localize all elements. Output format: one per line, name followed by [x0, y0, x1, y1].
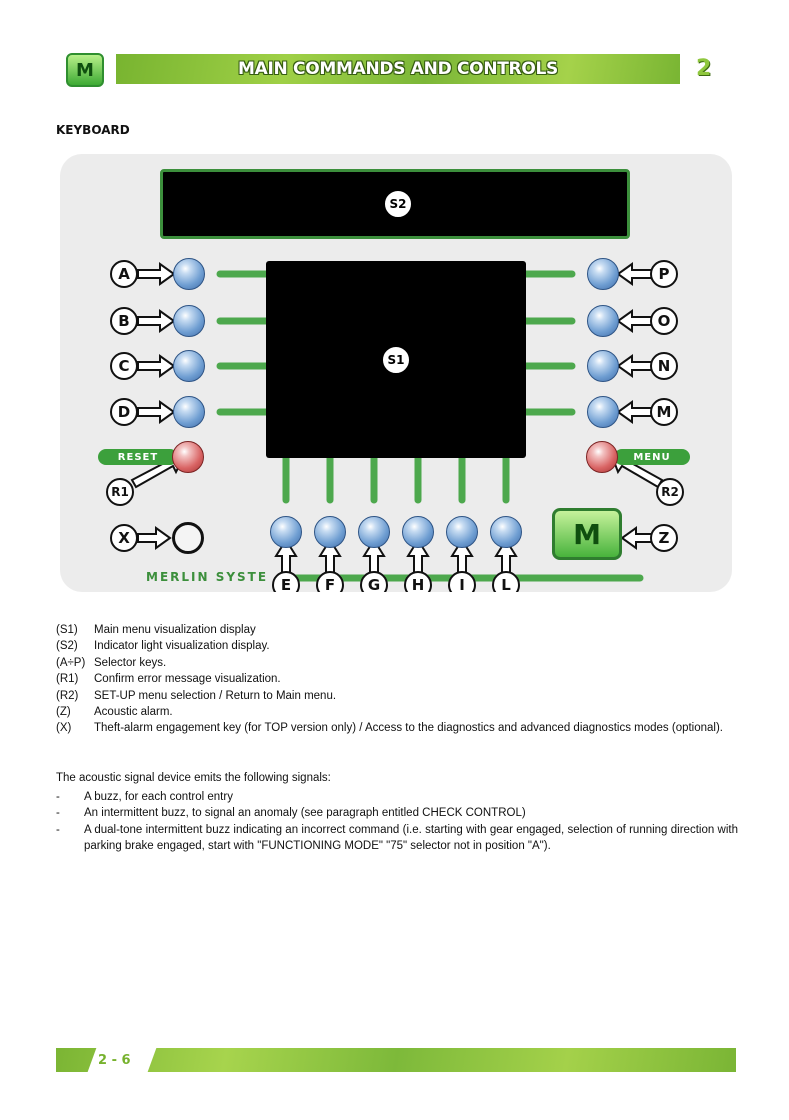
legend-item: (S2) Indicator light visualization displ… — [56, 640, 270, 653]
signals-list: - A buzz, for each control entry - An in… — [56, 789, 738, 855]
selector-key-l[interactable] — [490, 516, 522, 548]
key-label-g: G — [360, 571, 388, 592]
selector-key-g[interactable] — [358, 516, 390, 548]
chapter-number: 2 — [696, 56, 712, 81]
list-item: - A dual-tone intermittent buzz indicati… — [56, 823, 738, 853]
selector-key-c[interactable] — [173, 350, 205, 382]
reset-key-r1[interactable] — [172, 441, 204, 473]
selector-key-e[interactable] — [270, 516, 302, 548]
key-label-b: B — [110, 307, 138, 335]
legend-item: (R2) SET-UP menu selection / Return to M… — [56, 689, 337, 702]
key-label-p: P — [650, 260, 678, 288]
selector-key-d[interactable] — [173, 396, 205, 428]
reset-pill: RESET — [98, 449, 178, 465]
selector-key-m[interactable] — [587, 396, 619, 428]
r2-label: R2 — [656, 478, 684, 506]
list-item: - An intermittent buzz, to signal an ano… — [56, 807, 526, 820]
theft-alarm-key-x[interactable] — [172, 522, 204, 554]
key-label-o: O — [650, 307, 678, 335]
connector-lines — [130, 262, 664, 582]
keyboard-panel: S2 S1 A B C D P O N M RESET MENU R1 R2 X… — [60, 154, 732, 592]
s2-label: S2 — [385, 191, 411, 217]
brand-text: MERLIN SYSTE — [146, 570, 269, 584]
header-bar: MAIN COMMANDS AND CONTROLS — [116, 54, 680, 84]
r1-label: R1 — [106, 478, 134, 506]
selector-key-b[interactable] — [173, 305, 205, 337]
selector-key-o[interactable] — [587, 305, 619, 337]
x-label: X — [110, 524, 138, 552]
menu-key-r2[interactable] — [586, 441, 618, 473]
brand-logo-icon: M — [66, 53, 104, 87]
key-label-a: A — [110, 260, 138, 288]
key-label-m: M — [650, 398, 678, 426]
section-title: KEYBOARD — [56, 123, 130, 137]
footer-bar — [56, 1048, 736, 1072]
selector-key-f[interactable] — [314, 516, 346, 548]
key-label-d: D — [110, 398, 138, 426]
menu-pill: MENU — [614, 449, 690, 465]
key-label-i: I — [448, 571, 476, 592]
legend-item: (R1) Confirm error message visualization… — [56, 673, 281, 686]
key-label-h: H — [404, 571, 432, 592]
key-label-f: F — [316, 571, 344, 592]
legend-list: (S1) Main menu visualization display (S2… — [56, 622, 746, 737]
selector-key-n[interactable] — [587, 350, 619, 382]
selector-key-i[interactable] — [446, 516, 478, 548]
key-label-n: N — [650, 352, 678, 380]
legend-item: (S1) Main menu visualization display — [56, 624, 256, 636]
page-number: 2 - 6 — [98, 1053, 131, 1068]
key-label-c: C — [110, 352, 138, 380]
selector-key-a[interactable] — [173, 258, 205, 290]
legend-item: (A÷P) Selector keys. — [56, 656, 167, 669]
key-label-l: L — [492, 571, 520, 592]
indicator-display-s2: S2 — [160, 169, 630, 239]
list-item: - A buzz, for each control entry — [56, 791, 233, 803]
selector-key-p[interactable] — [587, 258, 619, 290]
legend-item: (Z) Acoustic alarm. — [56, 706, 173, 719]
main-display-s1: S1 — [266, 261, 526, 458]
key-label-e: E — [272, 571, 300, 592]
legend-item: (X) Theft-alarm engagement key (for TOP … — [56, 722, 724, 735]
z-label: Z — [650, 524, 678, 552]
selector-key-h[interactable] — [402, 516, 434, 548]
signals-intro: The acoustic signal device emits the fol… — [56, 772, 331, 784]
page-title: MAIN COMMANDS AND CONTROLS — [238, 59, 558, 79]
s1-label: S1 — [383, 347, 409, 373]
acoustic-alarm-logo-icon: M — [552, 508, 622, 560]
